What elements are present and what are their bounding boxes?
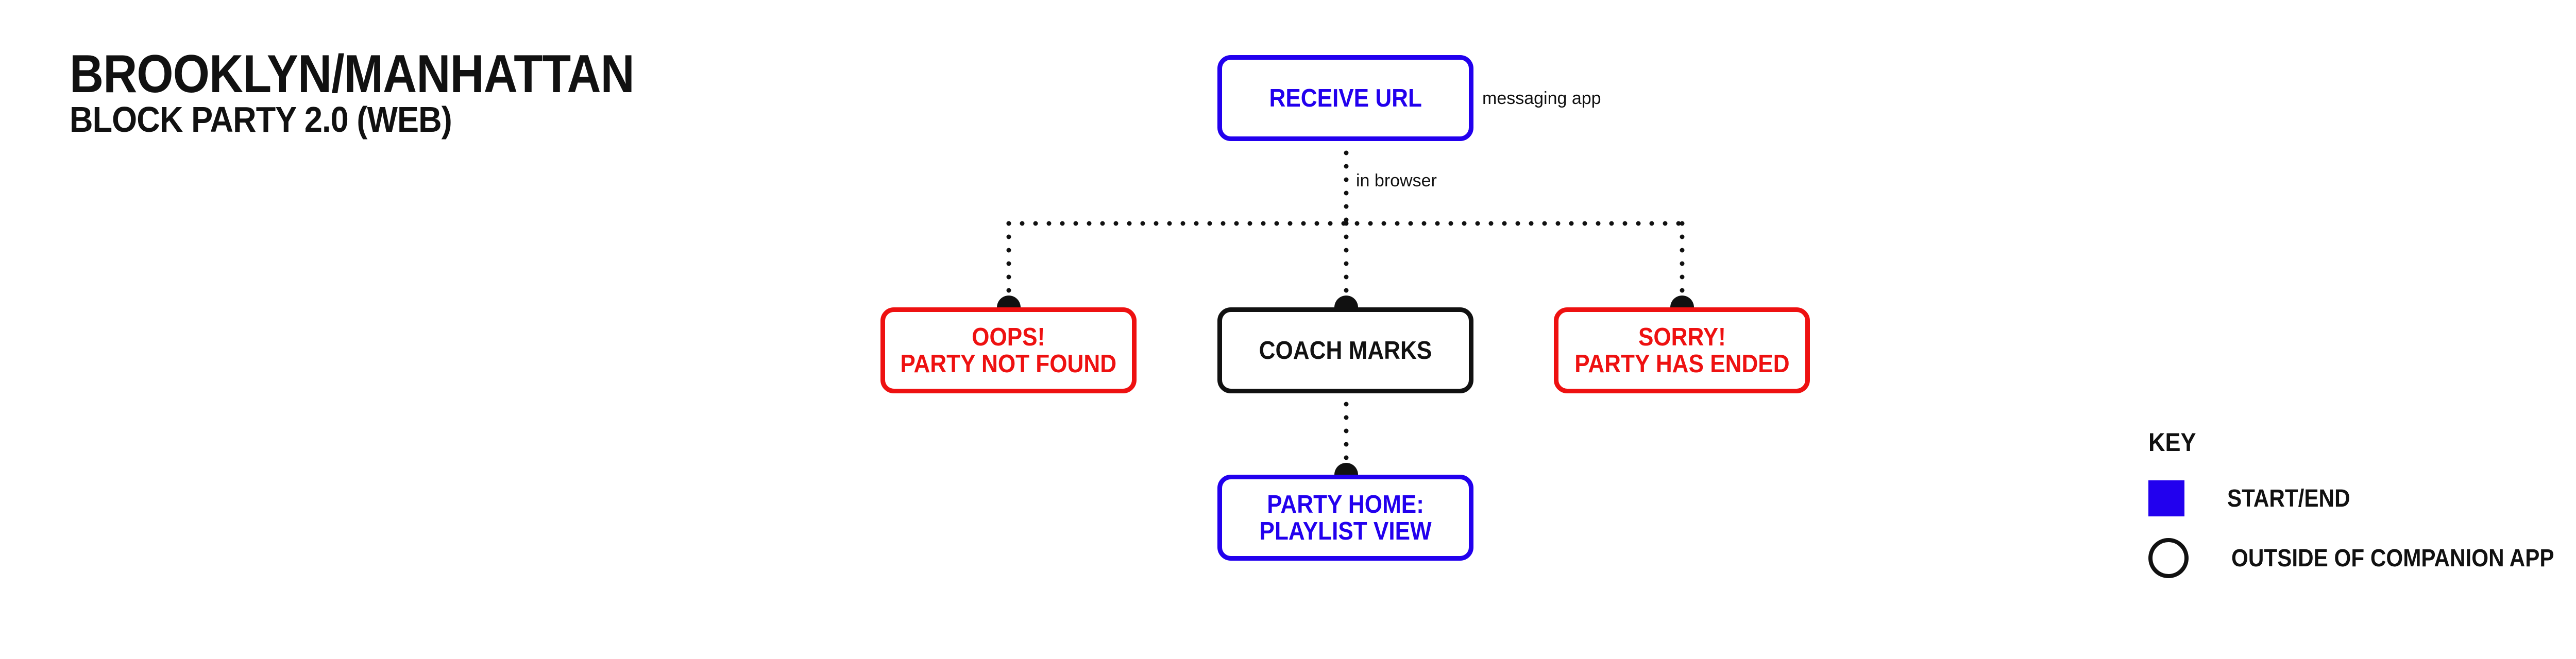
node-party-home-label: PARTY HOME: PLAYLIST VIEW [1259, 490, 1432, 545]
node-party-has-ended: SORRY! PARTY HAS ENDED [1554, 307, 1810, 393]
annotation-messaging-app: messaging app [1482, 89, 1601, 108]
page-title: BROOKLYN/MANHATTAN [70, 44, 635, 104]
circle-outline-swatch-icon [2148, 538, 2189, 578]
legend-label-start-end: START/END [2227, 484, 2350, 512]
node-coach-marks: COACH MARKS [1217, 307, 1473, 393]
node-party-not-found-label: OOPS! PARTY NOT FOUND [900, 323, 1117, 378]
node-party-not-found: OOPS! PARTY NOT FOUND [880, 307, 1137, 393]
node-party-home: PARTY HOME: PLAYLIST VIEW [1217, 475, 1473, 561]
annotation-in-browser: in browser [1356, 171, 1437, 190]
node-party-has-ended-label: SORRY! PARTY HAS ENDED [1574, 323, 1790, 378]
legend: KEY START/END OUTSIDE OF COMPANION APP [2148, 427, 2576, 597]
diagram-title-block: BROOKLYN/MANHATTAN BLOCK PARTY 2.0 (WEB) [70, 47, 711, 138]
blue-square-swatch-icon [2148, 480, 2184, 516]
legend-label-outside-app: OUTSIDE OF COMPANION APP [2231, 544, 2554, 572]
legend-title: KEY [2148, 428, 2196, 457]
node-receive-url: RECEIVE URL [1217, 55, 1473, 141]
legend-item-start-end: START/END [2148, 478, 2576, 519]
node-coach-marks-label: COACH MARKS [1259, 336, 1432, 365]
legend-item-outside-app: OUTSIDE OF COMPANION APP [2148, 537, 2576, 579]
page-subtitle: BLOCK PARTY 2.0 (WEB) [70, 99, 452, 140]
node-receive-url-label: RECEIVE URL [1269, 84, 1422, 112]
